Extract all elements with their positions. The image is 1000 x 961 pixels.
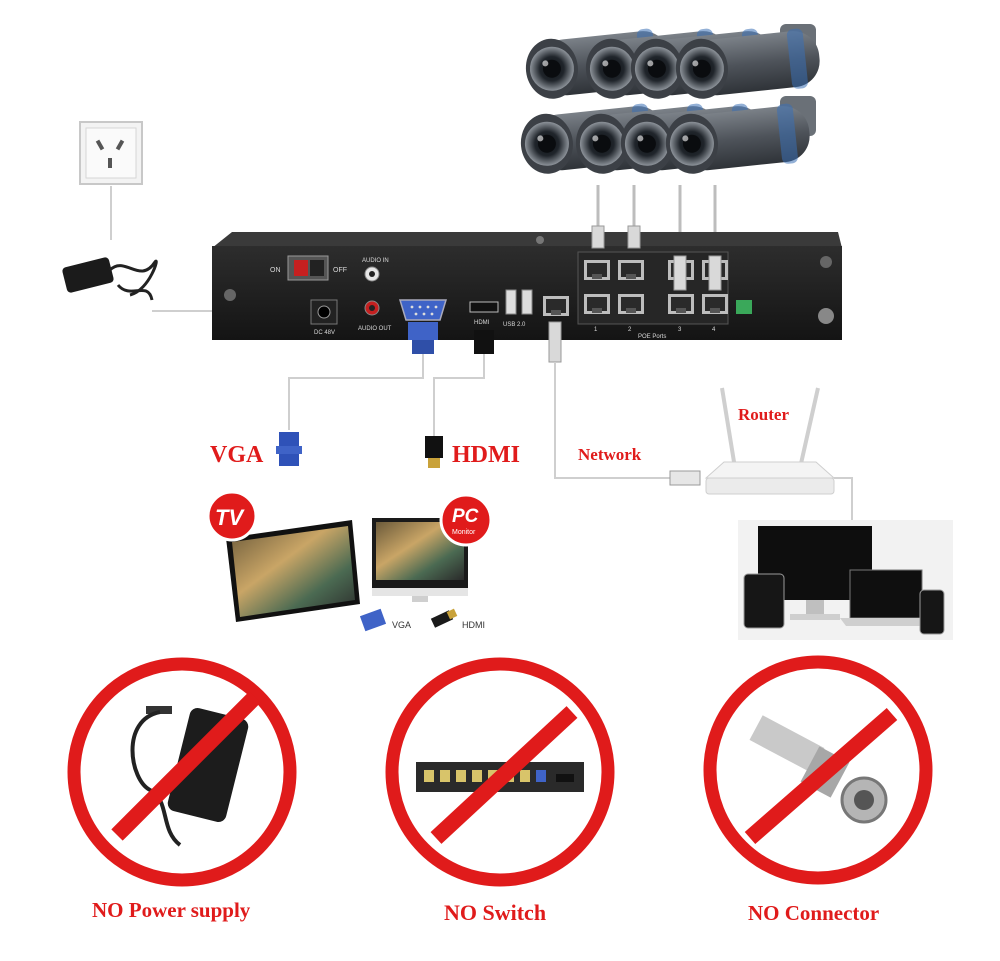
- poe-port-number: 4: [712, 327, 716, 333]
- vga-port: [398, 299, 448, 321]
- alarm-terminal: [736, 300, 752, 314]
- no-power-supply-sign: [67, 657, 297, 887]
- poe-port-number: 3: [678, 327, 682, 333]
- network-cable: [554, 362, 672, 479]
- tablet-icon: [743, 573, 785, 629]
- vga-plug: [408, 322, 438, 354]
- hdmi-connector-icon: [425, 436, 443, 468]
- vga-cable: [288, 354, 424, 430]
- hdmi-plug: [474, 330, 494, 354]
- lan-plug: [548, 321, 562, 363]
- no-connector-sign: [703, 655, 933, 885]
- no-connector-label: NO Connector: [748, 901, 879, 925]
- hdmi-caption: HDMI: [462, 620, 485, 630]
- pc-badge: PC Monitor: [439, 493, 493, 547]
- no-switch-sign: [385, 657, 615, 887]
- vga-cable-icon: [359, 608, 387, 632]
- poe-port-number: 1: [594, 327, 598, 333]
- hdmi-cable: [433, 354, 485, 436]
- dc-power-jack: [310, 299, 338, 325]
- dc-power-label: DC 48V: [314, 330, 335, 336]
- pc-badge-subtext: Monitor: [452, 529, 476, 536]
- router-icon: [704, 387, 836, 495]
- router-cable: [834, 477, 853, 520]
- poe-port-block: [577, 251, 729, 325]
- switch-on-label: ON: [270, 267, 281, 274]
- audio-out-label: AUDIO OUT: [358, 326, 392, 332]
- hdmi-cable-icon: [430, 608, 458, 628]
- hdmi-port: [469, 301, 499, 313]
- power-adapter-icon: [130, 706, 249, 847]
- vga-connector-icon: [276, 432, 302, 466]
- audio-in-label: AUDIO IN: [362, 258, 389, 264]
- smartphone-icon: [919, 589, 945, 635]
- tv-badge: TV: [206, 490, 258, 542]
- camera-row-back: [522, 26, 823, 102]
- router-label: Router: [738, 405, 789, 424]
- hdmi-port-label: HDMI: [474, 320, 490, 326]
- laptop-icon: [840, 569, 932, 626]
- power-switch: [287, 255, 329, 281]
- client-devices: [738, 520, 953, 640]
- tv-icon: [226, 520, 360, 622]
- hdmi-label: HDMI: [452, 442, 520, 468]
- switch-off-label: OFF: [333, 267, 347, 274]
- network-plug-icon: [669, 470, 701, 486]
- pc-badge-text: PC: [452, 506, 479, 527]
- poe-port-number: 2: [628, 327, 632, 333]
- usb-port: [505, 289, 517, 315]
- usb-port-label: USB 2.0: [503, 322, 526, 328]
- poe-ports-label: POE Ports: [638, 334, 666, 340]
- vga-label: VGA: [210, 442, 264, 468]
- tv-badge-text: TV: [215, 505, 245, 530]
- camera-row-front: [517, 101, 813, 177]
- usb-port: [521, 289, 533, 315]
- no-switch-label: NO Switch: [444, 900, 546, 925]
- camera-plugs: [591, 225, 722, 291]
- vga-caption: VGA: [392, 620, 411, 630]
- network-label: Network: [578, 445, 642, 464]
- power-adapter-icon: [62, 257, 158, 301]
- nvr-rear-panel: ON OFF DC 48V AUDIO IN AUDIO OUT HDMI: [212, 232, 842, 354]
- wall-socket-icon: [79, 121, 143, 185]
- lan-port: [543, 296, 569, 316]
- no-power-supply-label: NO Power supply: [92, 898, 251, 922]
